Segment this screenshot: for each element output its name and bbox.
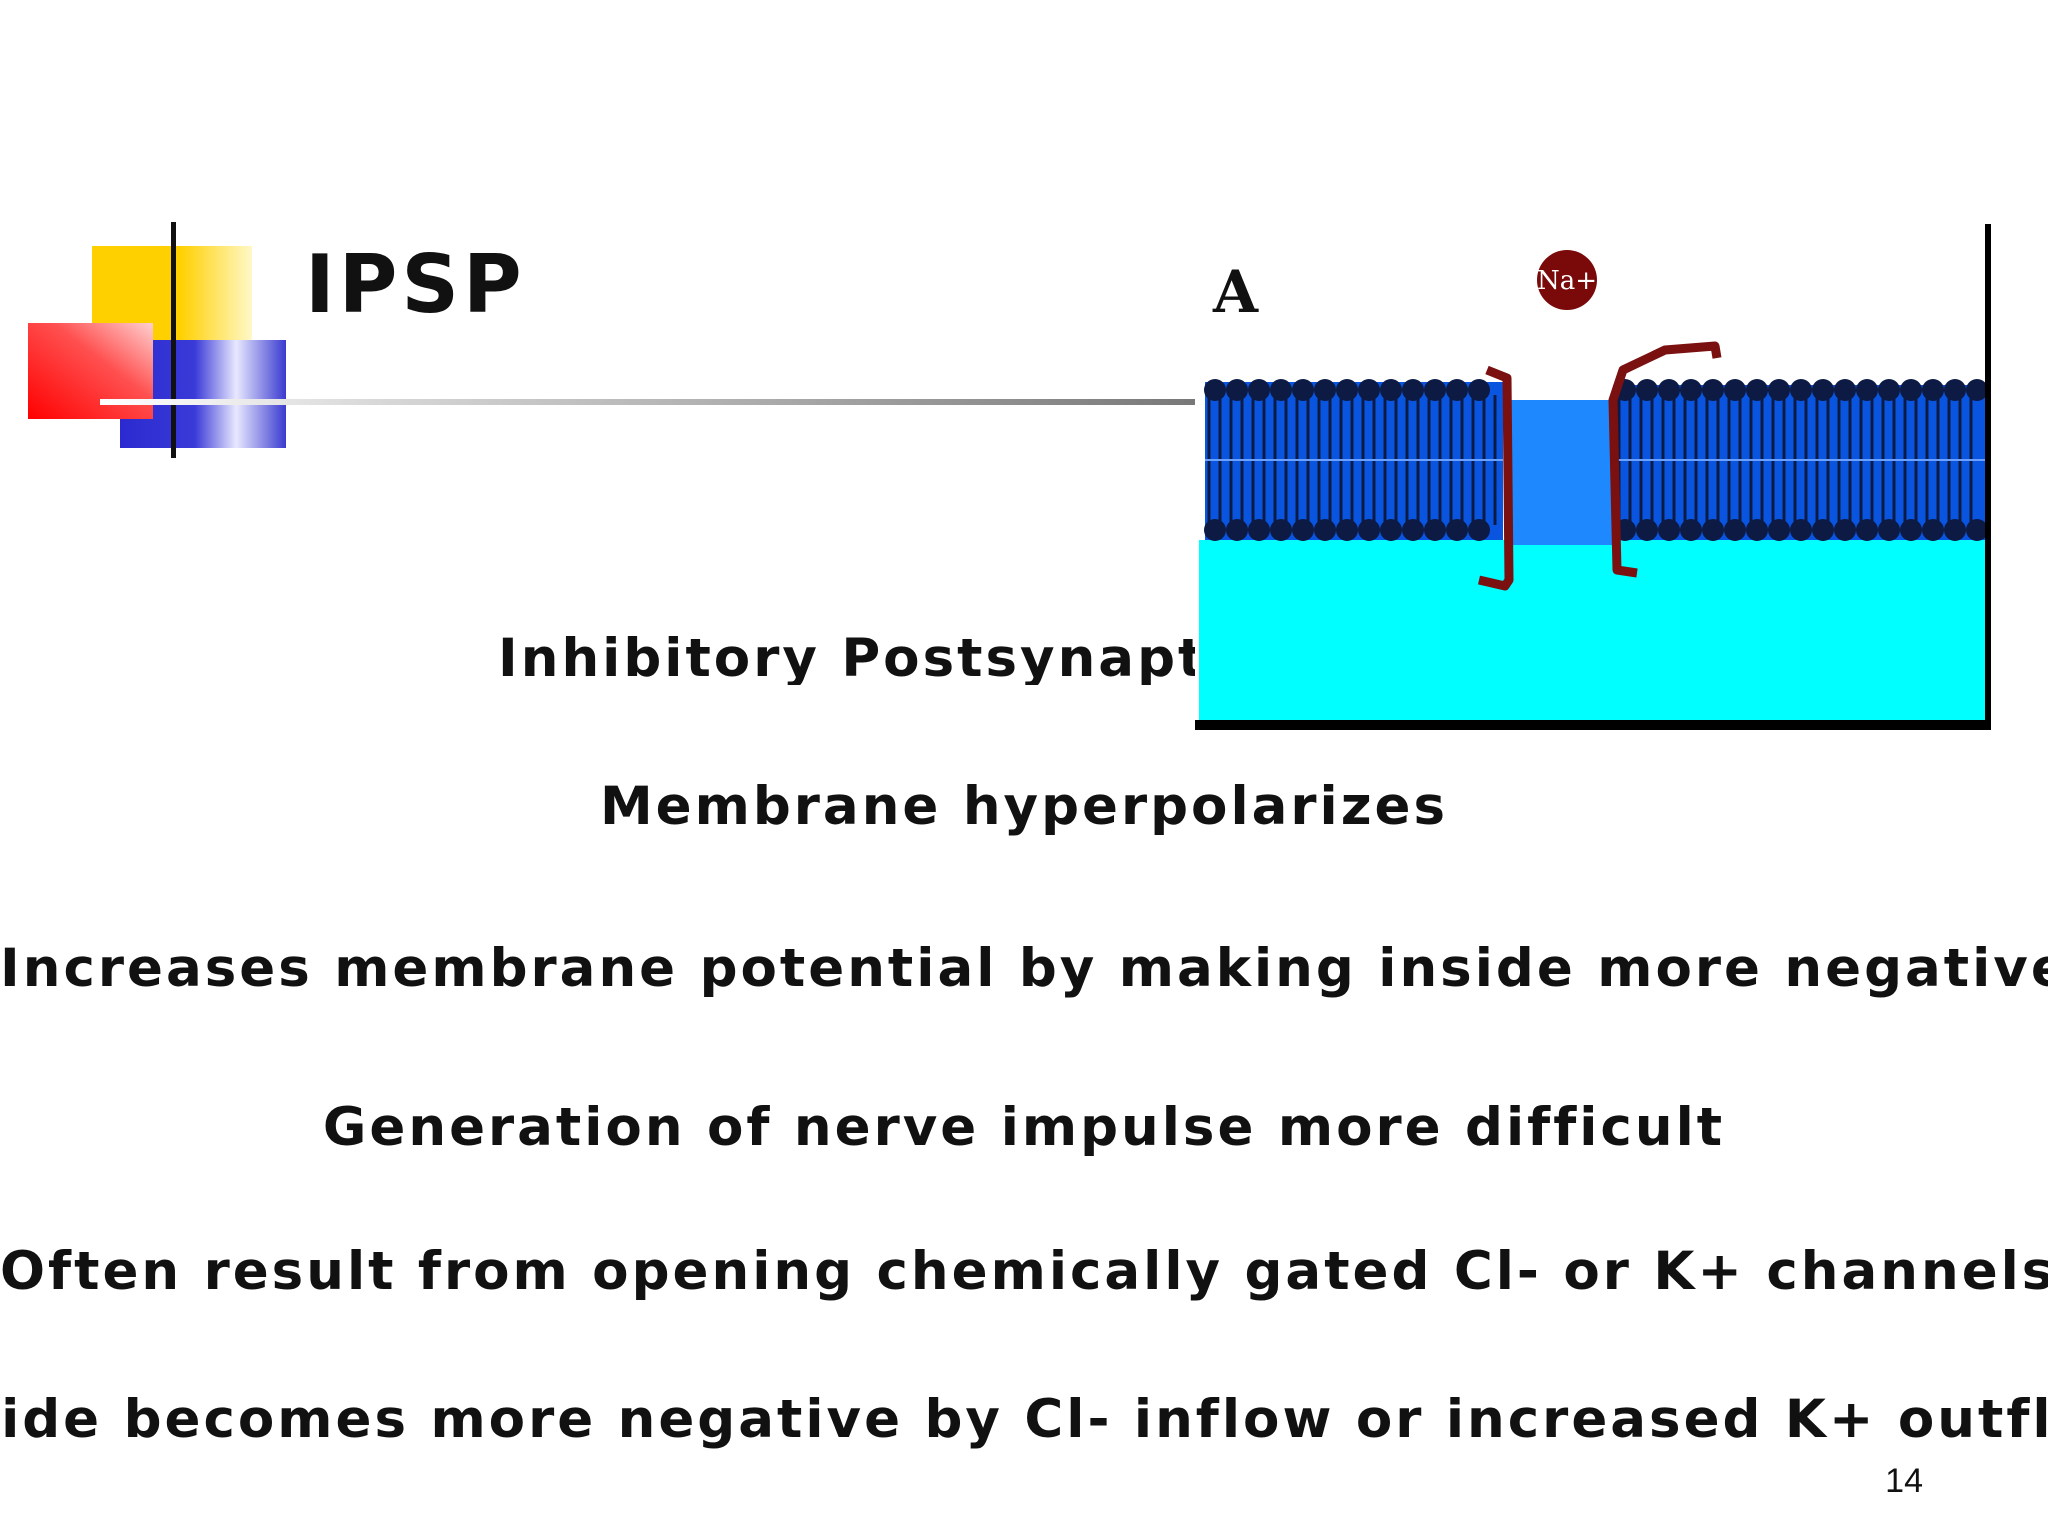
lipid-head: [1204, 519, 1226, 541]
lipid-head: [1922, 519, 1944, 541]
lipid-head: [1336, 519, 1358, 541]
lipid-head: [1966, 519, 1988, 541]
lipid-head: [1944, 379, 1966, 401]
lipid-head: [1248, 379, 1270, 401]
channel-protein-left: [1477, 365, 1514, 591]
lipid-head: [1204, 379, 1226, 401]
slide-title: IPSP: [305, 238, 526, 331]
lipid-head: [1966, 379, 1988, 401]
lipid-head: [1702, 519, 1724, 541]
bullet-membrane-hyperpolarizes: Membrane hyperpolarizes: [599, 776, 1449, 837]
lipid-head: [1812, 519, 1834, 541]
lipid-head: [1336, 379, 1358, 401]
lipid-head: [1856, 519, 1878, 541]
lipid-head: [1900, 519, 1922, 541]
lipid-head: [1812, 379, 1834, 401]
lipid-head: [1834, 379, 1856, 401]
lipid-head: [1314, 519, 1336, 541]
lipid-head: [1358, 519, 1380, 541]
lipid-head: [1226, 519, 1248, 541]
lipid-head: [1270, 519, 1292, 541]
lipid-head: [1446, 379, 1468, 401]
bullet-gated-channels: Often result from opening chemically gat…: [0, 1241, 2048, 1302]
lipid-head: [1380, 379, 1402, 401]
lipid-head: [1702, 379, 1724, 401]
lipid-head: [1944, 519, 1966, 541]
lipid-head: [1424, 519, 1446, 541]
lipid-head: [1680, 519, 1702, 541]
bullet-impulse-difficult: Generation of nerve impulse more difficu…: [322, 1097, 1726, 1158]
lipid-head: [1658, 519, 1680, 541]
lipid-head: [1900, 379, 1922, 401]
lipid-head: [1878, 379, 1900, 401]
lipid-head: [1468, 519, 1490, 541]
lipid-head: [1768, 519, 1790, 541]
lipid-head: [1658, 379, 1680, 401]
bullet-increases-potential: Increases membrane potential by making i…: [0, 938, 2048, 999]
lipid-head: [1314, 379, 1336, 401]
lipid-head: [1834, 519, 1856, 541]
channel-protein-right: [1608, 341, 1722, 578]
bullet-inside-negative: Inside becomes more negative by Cl- infl…: [0, 1389, 2048, 1450]
lipid-head: [1402, 519, 1424, 541]
lipid-head: [1878, 519, 1900, 541]
slide-subtitle: Inhibitory Postsynapti: [498, 632, 1218, 685]
lipid-head: [1746, 519, 1768, 541]
title-underline: [100, 399, 1205, 405]
lipid-head: [1680, 379, 1702, 401]
lipid-head: [1248, 519, 1270, 541]
lipid-head: [1292, 519, 1314, 541]
ion-channel-pore: [1505, 400, 1613, 545]
lipid-head: [1446, 519, 1468, 541]
lipid-head: [1402, 379, 1424, 401]
slide-logo: [28, 222, 290, 458]
lipid-head: [1746, 379, 1768, 401]
lipid-head: [1790, 519, 1812, 541]
lipid-head: [1922, 379, 1944, 401]
lipid-head: [1468, 379, 1490, 401]
lipid-head: [1380, 519, 1402, 541]
slide-number: 14: [1885, 1462, 1923, 1500]
lipid-head: [1292, 379, 1314, 401]
lipid-head: [1724, 519, 1746, 541]
logo-vertical-bar: [171, 222, 176, 458]
intracellular-fluid: [1199, 540, 1985, 726]
lipid-head: [1636, 379, 1658, 401]
membrane-channel-diagram: A Na+: [1195, 220, 1995, 730]
lipid-head: [1856, 379, 1878, 401]
lipid-head: [1270, 379, 1292, 401]
sodium-ion-label: Na+: [1537, 266, 1597, 296]
lipid-head: [1226, 379, 1248, 401]
lipid-head: [1358, 379, 1380, 401]
sodium-ion: [1537, 250, 1597, 310]
lipid-head: [1424, 379, 1446, 401]
lipid-head: [1790, 379, 1812, 401]
panel-label-a: A: [1212, 258, 1259, 326]
lipid-head: [1768, 379, 1790, 401]
lipid-head: [1724, 379, 1746, 401]
membrane-right: [1613, 385, 1985, 540]
lipid-head: [1636, 519, 1658, 541]
